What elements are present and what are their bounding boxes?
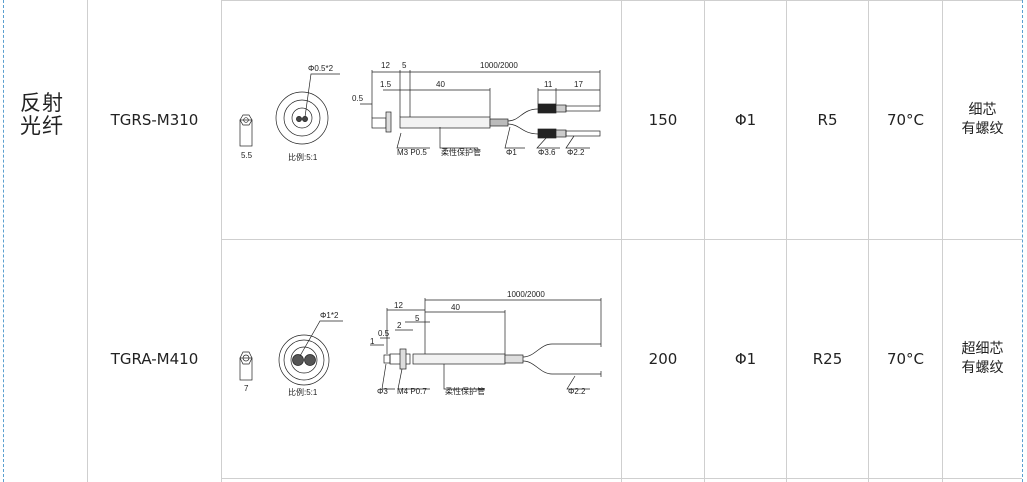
dim-label: 1000/2000 [480, 61, 518, 70]
model-cell: TGRS-M310 [110, 110, 199, 129]
note-cell: 超细芯 有螺纹 [943, 240, 1022, 478]
dim-label: 1.5 [380, 80, 392, 89]
drawing-tgrs-m310: 5.5 Φ0.5*2 比例:5:1 12 5 1000/2000 1.5 40 … [239, 61, 601, 162]
note-line: 有螺纹 [961, 120, 1004, 137]
fiber-end-view-icon [278, 320, 343, 386]
temperature-cell: 70°C [886, 110, 925, 129]
column-divider [942, 0, 943, 482]
dim-label: Φ1 [506, 148, 517, 157]
dim-label: 12 [394, 301, 403, 310]
category-line: 光纤 [20, 114, 64, 138]
dim-label: 11 [544, 80, 553, 89]
dim-label: Φ3 [377, 387, 388, 396]
page-edge-left [3, 0, 4, 482]
dim-label: 40 [451, 303, 460, 312]
dim-label: Φ2.2 [568, 387, 586, 396]
scale-label: 比例:5:1 [288, 152, 318, 162]
dim-label: 12 [381, 61, 390, 70]
scale-label: 比例:5:1 [288, 387, 318, 397]
dim-label: 1000/2000 [507, 290, 545, 299]
dim-label: Φ2.2 [567, 148, 585, 157]
fiber-connector-icon [360, 70, 601, 149]
note-cell: 细芯 有螺纹 [943, 0, 1022, 239]
dim-label: 柔性保护管 [445, 386, 485, 396]
bend-radius-cell: R25 [812, 350, 843, 368]
note-line: 有螺纹 [961, 360, 1004, 376]
dim-label: Φ3.6 [538, 148, 556, 157]
dim-label: 5 [415, 314, 420, 323]
note-line: 细芯 [968, 101, 997, 118]
category-label: 反射 光纤 [20, 92, 64, 138]
dim-label: 2 [397, 321, 402, 330]
row-divider [221, 0, 1022, 1]
fiber-connector-icon [370, 298, 602, 390]
dim-label: 5 [402, 61, 407, 70]
model-cell: TGRA-M410 [110, 350, 199, 368]
row-divider [221, 239, 1022, 240]
core-diameter-cell: Φ1 [734, 110, 757, 129]
dim-label: Φ0.5*2 [308, 64, 334, 73]
dim-label: 1 [370, 337, 375, 346]
dim-label: M4 P0.7 [397, 387, 427, 396]
note-line: 超细芯 [961, 341, 1004, 357]
dim-label: Φ1*2 [320, 311, 339, 320]
row-divider [221, 478, 1022, 479]
column-divider [87, 0, 88, 482]
distance-cell: 150 [648, 110, 678, 129]
temperature-cell: 70°C [886, 350, 925, 368]
column-divider [621, 0, 622, 482]
column-divider [704, 0, 705, 482]
dim-label: 7 [244, 384, 249, 393]
core-diameter-cell: Φ1 [734, 350, 757, 368]
dim-label: 0.5 [378, 329, 390, 338]
hex-nut-icon [239, 351, 253, 381]
column-divider [868, 0, 869, 482]
dim-label: 柔性保护管 [441, 147, 481, 157]
category-line: 反射 [20, 91, 64, 115]
fiber-end-view-icon [275, 73, 340, 145]
dim-label: 5.5 [241, 151, 253, 160]
dim-label: M3 P0.5 [397, 148, 427, 157]
column-divider [221, 0, 222, 482]
dim-label: 17 [574, 80, 583, 89]
column-divider [786, 0, 787, 482]
page-edge-right [1022, 0, 1023, 482]
dim-label: 40 [436, 80, 445, 89]
dim-label: 0.5 [352, 94, 364, 103]
hex-nut-icon [239, 114, 253, 147]
distance-cell: 200 [648, 350, 678, 368]
bend-radius-cell: R5 [817, 110, 838, 129]
